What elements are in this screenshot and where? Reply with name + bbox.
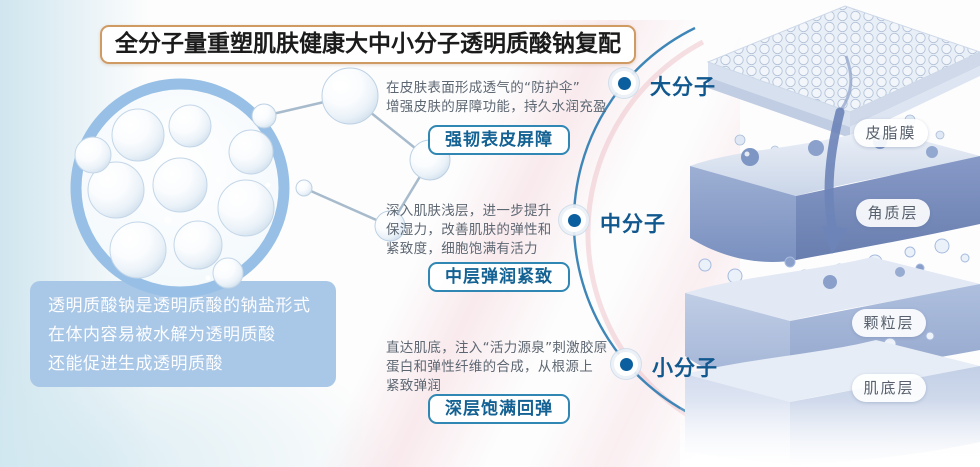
desc-line: 增强皮肤的屏障功能，持久水润充盈 xyxy=(386,99,607,115)
skin-cross-section-illustration xyxy=(680,5,980,467)
intro-line-3: 还能促进生成透明质酸 xyxy=(48,354,223,374)
desc-line: 蛋白和弹性纤维的合成，从根源上 xyxy=(386,359,593,375)
desc-line: 紧致度，细胞饱满有活力 xyxy=(386,241,538,257)
skin-layer-label-granular-layer: 颗粒层 xyxy=(852,309,926,337)
hyaluronic-bubble-illustration xyxy=(70,67,451,298)
arc-pink-glow xyxy=(585,39,709,429)
penetration-arrow-icon xyxy=(822,55,853,254)
bottom-fade xyxy=(680,400,980,467)
molecule-nodes xyxy=(251,67,451,242)
desc-line: 在皮肤表面形成透气的“防护伞” xyxy=(386,80,580,96)
large-molecule-marker-dot xyxy=(612,71,636,95)
water-bubbles xyxy=(74,104,275,289)
desc-line: 深入肌肤浅层，进一步提升 xyxy=(386,203,552,219)
page-title: 全分子量重塑肌肤健康大中小分子透明质酸钠复配 xyxy=(100,25,636,64)
desc-line: 保湿力，改善肌肤的弹性和 xyxy=(386,222,552,238)
medium-molecule-label: 中分子 xyxy=(600,212,666,236)
small-molecule-marker-dot xyxy=(614,352,638,376)
sparkles xyxy=(120,157,271,281)
intro-text-panel: 透明质酸钠是透明质酸的钠盐形式 在体内容易被水解为透明质酸 还能促进生成透明质酸 xyxy=(30,281,336,387)
medium-molecule-badge: 中层弹润紧致 xyxy=(428,262,570,292)
ha-bubble-mesh xyxy=(706,5,980,113)
medium-molecule-marker-dot xyxy=(562,208,586,232)
desc-line: 紧致弹润 xyxy=(386,378,442,394)
large-molecule-badge: 强韧表皮屏障 xyxy=(428,125,570,155)
skin-layer-label-stratum-corneum: 角质层 xyxy=(856,199,930,227)
large-molecule-description: 在皮肤表面形成透气的“防护伞” 增强皮肤的屏障功能，持久水润充盈 xyxy=(386,79,607,117)
desc-line: 直达肌底，注入“活力源泉”刺激胶原 xyxy=(386,340,608,356)
skin-layer-label-basal-layer: 肌底层 xyxy=(852,374,926,402)
small-molecule-label: 小分子 xyxy=(652,356,718,380)
intro-line-2: 在体内容易被水解为透明质酸 xyxy=(48,325,276,345)
large-molecule-label: 大分子 xyxy=(650,75,716,99)
molecule-highlight xyxy=(332,81,348,91)
medium-molecule-description: 深入肌肤浅层，进一步提升 保湿力，改善肌肤的弹性和 紧致度，细胞饱满有活力 xyxy=(386,202,552,259)
skin-layer-label-sebum-film: 皮脂膜 xyxy=(854,119,928,147)
small-molecule-badge: 深层饱满回弹 xyxy=(428,394,570,424)
intro-line-1: 透明质酸钠是透明质酸的钠盐形式 xyxy=(48,296,311,316)
small-molecule-description: 直达肌底，注入“活力源泉”刺激胶原 蛋白和弹性纤维的合成，从根源上 紧致弹润 xyxy=(386,339,608,396)
